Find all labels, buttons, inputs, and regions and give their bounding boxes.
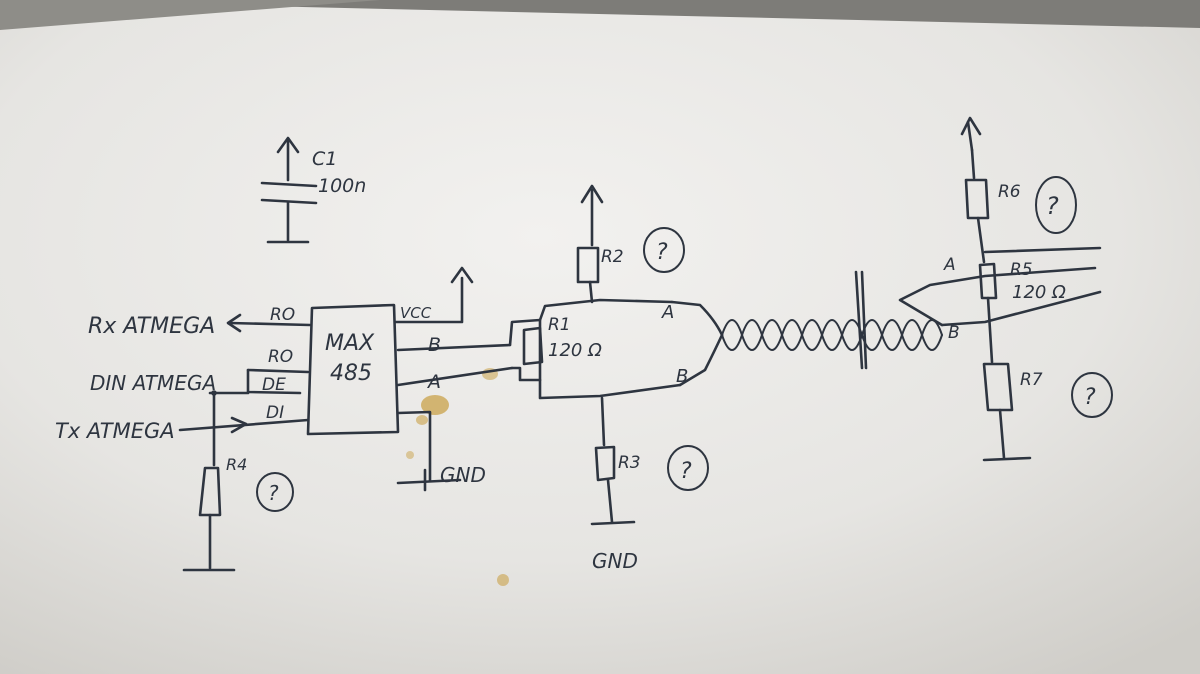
r3-unknown-mark: ? [680, 459, 692, 484]
r1-termination-block [508, 298, 682, 400]
pin-vcc: VCC [400, 304, 432, 322]
r4-unknown-mark: ? [268, 481, 279, 505]
pin-a: A [426, 371, 441, 393]
r2-unknown-mark: ? [656, 240, 668, 265]
r1-value-label: 120 Ω [548, 340, 602, 361]
r6-ref-label: R6 [998, 182, 1021, 202]
pin-de: DE [262, 375, 286, 395]
right-termination [960, 116, 1113, 462]
ic-name-line1: MAX [325, 331, 375, 356]
r2-pullup [576, 184, 685, 304]
capacitor-c1 [260, 136, 318, 244]
gnd-bottom-label: GND [592, 549, 638, 573]
tx-atmega-label: Tx ATMEGA [55, 419, 175, 443]
bus-a-right: A [943, 255, 956, 275]
pin-ro-top: RO [270, 305, 295, 325]
r4-unknown-circle [256, 472, 294, 512]
r3-pulldown [590, 396, 709, 526]
ic-right-pins [394, 266, 514, 492]
r7-ref-label: R7 [1020, 370, 1043, 390]
pin-b: B [428, 334, 441, 356]
r3-ref-label: R3 [618, 453, 641, 473]
ic-name-line2: 485 [330, 361, 372, 386]
max485-chip [306, 303, 400, 436]
rx-atmega-label: Rx ATMEGA [88, 314, 215, 339]
paper-shadow-corner [0, 0, 380, 30]
r5-ref-label: R5 [1010, 260, 1033, 280]
pin-ro: RO [268, 347, 293, 367]
r6-unknown-mark: ? [1046, 192, 1059, 220]
gnd-ic-label: GND [440, 463, 486, 487]
c1-value-label: 100n [318, 175, 366, 197]
c1-ref-label: C1 [312, 148, 337, 170]
din-atmega-label: DIN ATMEGA [90, 371, 216, 395]
r2-ref-label: R2 [601, 247, 624, 267]
bus-a-left: A [661, 302, 674, 323]
ic-left-pins [178, 313, 312, 572]
r5-value-label: 120 Ω [1012, 282, 1066, 303]
twisted-pair-cable [670, 266, 1102, 387]
r1-ref-label: R1 [548, 315, 571, 335]
r7-unknown-mark: ? [1084, 385, 1096, 410]
bus-b-right: B [948, 323, 960, 343]
pin-di: DI [266, 403, 284, 423]
r4-ref-label: R4 [226, 455, 247, 474]
